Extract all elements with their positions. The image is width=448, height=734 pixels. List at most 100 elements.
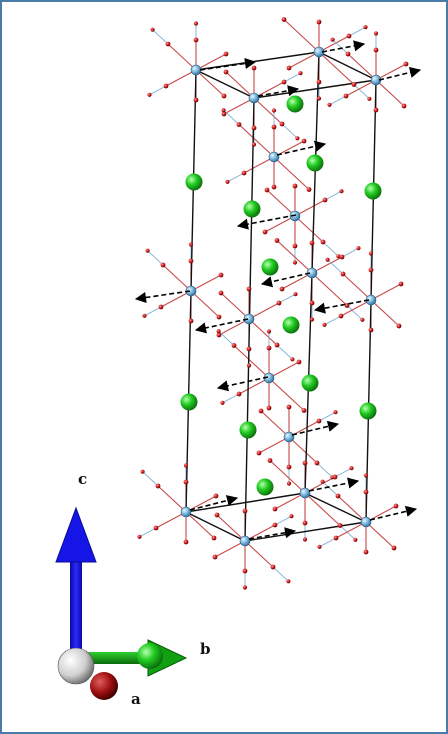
bond-extension (222, 393, 240, 404)
oxygen-atom (155, 483, 161, 489)
metal-oxygen-bond (218, 318, 250, 336)
metal-oxygen-bond (268, 377, 305, 411)
metal-oxygen-bond (248, 302, 280, 320)
oxygen-atom (276, 300, 282, 306)
oxygen-atom (393, 503, 399, 509)
metal-oxygen-bond (233, 345, 270, 379)
cation-atom (239, 421, 257, 439)
metal-atom (268, 151, 280, 163)
oxygen-atom (246, 286, 252, 292)
oxygen-atom (147, 92, 152, 97)
metal-atom (190, 64, 202, 76)
oxygen-atom (145, 248, 150, 253)
oxygen-atom (302, 460, 308, 466)
bond-extension (283, 72, 301, 83)
metal-oxygen-bond (276, 240, 313, 274)
oxygen-atom (216, 314, 222, 320)
metal-atom (243, 313, 255, 325)
oxygen-atom (373, 107, 379, 113)
oxygen-atom (258, 408, 264, 414)
spin-arrow (276, 140, 327, 156)
oxygen-atom (292, 260, 298, 265)
oxygen-atom (316, 79, 322, 85)
spin-arrow (308, 477, 360, 492)
bond-extension (327, 259, 344, 275)
spin-arrow (134, 290, 191, 304)
oxygen-atom (274, 342, 280, 348)
oxygen-atom (163, 83, 169, 89)
oxygen-atom (367, 96, 372, 101)
oxygen-atom (236, 391, 242, 397)
metal-oxygen-bond (335, 521, 367, 539)
oxygen-atom (401, 103, 407, 109)
oxygen-atom (236, 122, 242, 127)
oxygen-atom (165, 41, 171, 47)
metal-oxygen-bond (269, 460, 306, 494)
oxygen-atom (343, 93, 349, 99)
cation-atom (364, 182, 382, 200)
bond-extension (276, 344, 293, 360)
oxygen-atom (373, 31, 379, 36)
oxygen-atom (242, 508, 248, 514)
metal-oxygen-bond (337, 495, 367, 523)
bond-extension (319, 537, 337, 548)
b-axis-cap (137, 643, 163, 669)
metal-oxygen-bond (347, 53, 377, 81)
cation-atom (286, 95, 304, 113)
metal-oxygen-bond (370, 299, 400, 327)
oxygen-atom (251, 125, 257, 131)
c-axis-label: c (78, 470, 87, 488)
oxygen-atom (301, 138, 307, 144)
oxygen-atom (292, 183, 298, 189)
oxygen-atom (327, 102, 332, 107)
spin-arrow (216, 376, 269, 392)
c-axis-head (55, 506, 97, 563)
oxygen-atom (356, 246, 361, 251)
oxygen-atom (221, 93, 227, 99)
bond-extension (353, 84, 370, 100)
bond-extension (346, 305, 363, 321)
oxygen-atom (309, 240, 315, 246)
metal-oxygen-bond (225, 71, 255, 99)
oxygen-atom (251, 142, 257, 147)
metal-oxygen-bond (195, 53, 227, 71)
oxygen-atom (183, 539, 189, 545)
bond-extension (139, 527, 157, 538)
oxygen-atom (211, 535, 217, 541)
oxygen-atom (398, 281, 404, 287)
spin-arrow (194, 318, 249, 334)
oxygen-atom (353, 537, 358, 542)
metal-oxygen-bond (264, 215, 296, 233)
metal-oxygen-bond (273, 156, 310, 190)
oxygen-atom (368, 251, 374, 256)
oxygen-atom (158, 304, 164, 310)
bond-extension (329, 95, 347, 106)
metal-oxygen-bond (318, 35, 350, 53)
oxygen-atom (322, 322, 327, 327)
bond-extension (223, 109, 240, 125)
oxygen-atom (344, 303, 350, 308)
oxygen-atom (301, 408, 307, 413)
oxygen-atom (363, 489, 369, 495)
metal-atom (299, 487, 311, 499)
oxygen-atom (214, 512, 220, 518)
oxygen-atom (333, 410, 338, 415)
bond-extension (152, 29, 169, 45)
oxygen-atom (339, 254, 345, 260)
cation-atom (256, 478, 274, 496)
oxygen-atom (286, 579, 291, 584)
spin-arrow (378, 66, 422, 81)
metal-oxygen-bond (244, 540, 274, 568)
metal-oxygen-bond (288, 436, 318, 464)
cell-edge (185, 511, 246, 542)
metal-oxygen-bond (243, 156, 275, 174)
oxygen-atom (292, 243, 298, 249)
metal-oxygen-bond (294, 199, 326, 217)
cation-atom (359, 402, 377, 420)
bond-extension (332, 39, 349, 55)
bond-extension (227, 172, 245, 183)
bond-extension (147, 250, 164, 266)
oxygen-atom (309, 317, 315, 322)
bond-extension (278, 293, 296, 304)
oxygen-atom (317, 544, 322, 549)
